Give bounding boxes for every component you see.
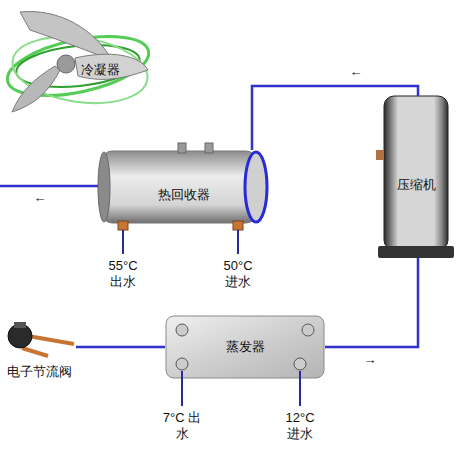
evaporator-box: 蒸发器 [165,316,325,378]
node-label: 电子节流阀 [7,364,72,380]
refrigerant-line [325,258,418,347]
vessel-ring [245,152,267,222]
water-pipe [237,230,239,254]
fan-blade [20,12,112,60]
condenser-box: 冷凝器 [0,0,150,118]
water-fitting [118,221,128,230]
water-pipe [122,230,124,254]
copper-tube [22,348,48,356]
water-pipe [299,371,301,406]
heat-recovery-box: 热回收器 [100,150,268,225]
pipe-stub [205,143,213,153]
fan-hub [57,55,75,73]
port [176,358,188,370]
water-temp: 55°C 出水 [101,258,145,291]
node-label: 冷凝器 [81,62,120,78]
fan-blade [75,54,148,79]
refrigerant-line [252,86,418,150]
condenser-picture [2,12,154,112]
compressor-base [378,246,454,258]
copper-tube [28,336,74,344]
vessel-end [98,152,110,222]
compressor-shell [384,96,448,250]
water-temp: 7°C 出水 [160,410,204,443]
water-fitting [233,221,243,230]
pipe-stub [376,150,384,160]
valve-picture [8,322,74,356]
port [176,324,188,336]
fan-blade [12,66,60,112]
port [294,358,306,370]
plate-body [166,316,324,378]
refrigerant-line [76,346,165,349]
heat-recovery-picture [98,143,267,254]
flow-arrow: → [360,352,380,368]
water-pipe [181,371,183,406]
refrigerant-line [0,185,98,188]
port [302,324,314,336]
evaporator-picture [166,316,324,406]
compressor-box: 压缩机 [382,96,450,258]
valve-box: 电子节流阀 [2,316,76,382]
vessel-body [102,151,256,223]
water-temp: 50°C 进水 [216,258,260,291]
node-label: 蒸发器 [226,339,265,355]
pipe-stub [178,143,186,153]
valve-cap [14,322,26,328]
node-label: 压缩机 [397,177,436,193]
flow-arrow: ← [346,64,366,80]
node-label: 热回收器 [158,187,210,203]
compressor-picture [376,96,454,258]
water-temp: 12°C 进水 [278,410,322,443]
flow-arrow: ← [30,190,50,206]
